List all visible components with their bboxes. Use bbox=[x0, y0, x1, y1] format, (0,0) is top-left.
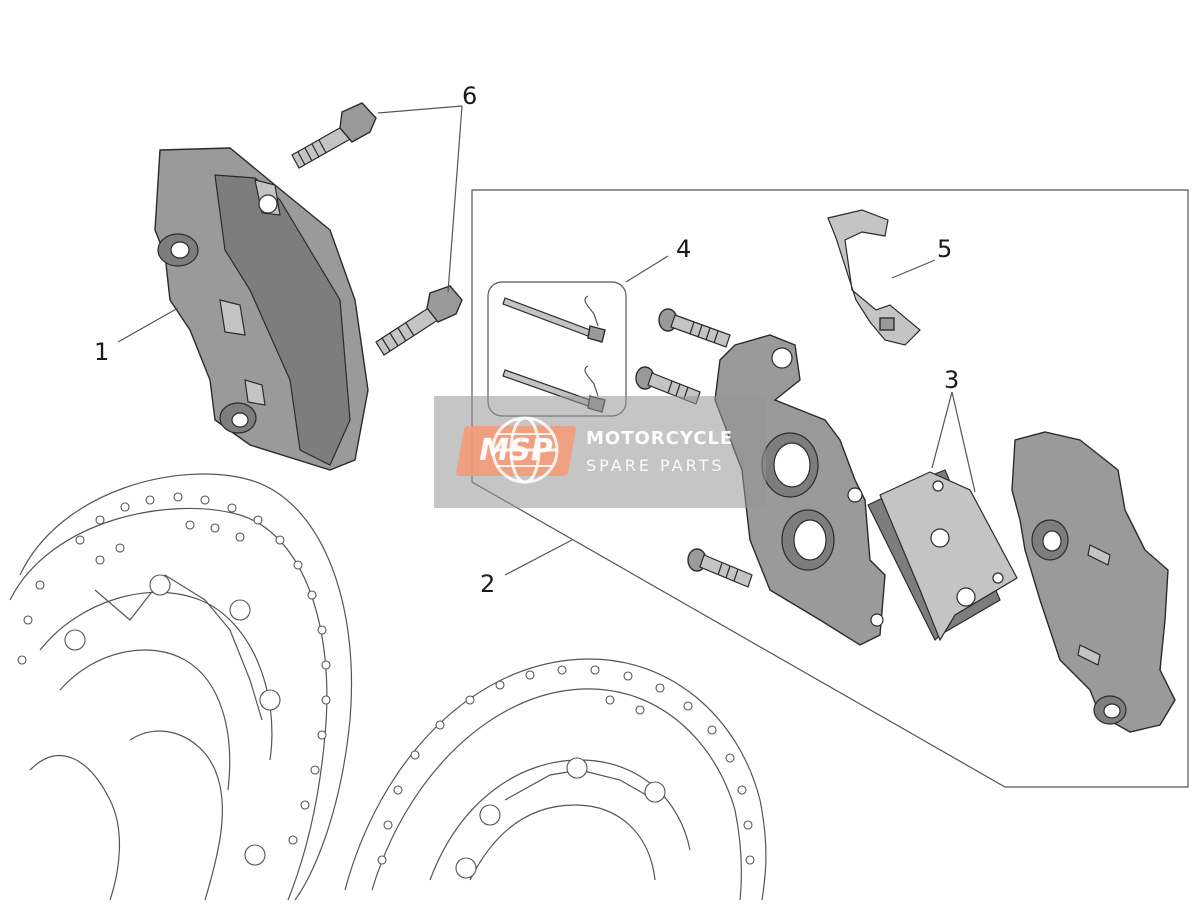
brake-pads bbox=[867, 469, 1018, 642]
watermark-subtitle: SPARE PARTS bbox=[586, 456, 725, 475]
callout-5: 5 bbox=[937, 235, 952, 263]
brake-caliper-assembled bbox=[154, 147, 369, 471]
msp-watermark: MSP MOTORCYCLE SPARE PARTS bbox=[434, 396, 766, 508]
caliper-bolt-upper bbox=[291, 102, 377, 169]
brake-disc-left bbox=[9, 473, 353, 901]
brake-disc-right bbox=[344, 658, 767, 901]
caliper-bolt-lower bbox=[375, 285, 463, 356]
callout-2: 2 bbox=[480, 570, 495, 598]
callout-6: 6 bbox=[462, 82, 477, 110]
callout-labels: 1 2 3 4 5 6 bbox=[94, 82, 959, 598]
disc-perforations-left bbox=[17, 492, 331, 845]
globe-icon bbox=[491, 416, 559, 484]
callout-4: 4 bbox=[676, 235, 691, 263]
kit-bolt-1 bbox=[658, 308, 731, 348]
disc-perforations-right bbox=[377, 665, 755, 865]
callout-1: 1 bbox=[94, 338, 109, 366]
kit-bolt-3 bbox=[687, 548, 753, 588]
leader-lines bbox=[117, 105, 976, 576]
callout-3: 3 bbox=[944, 366, 959, 394]
watermark-title: MOTORCYCLE bbox=[586, 428, 734, 449]
caliper-half-outer bbox=[1011, 431, 1176, 733]
pad-spring bbox=[827, 209, 921, 346]
